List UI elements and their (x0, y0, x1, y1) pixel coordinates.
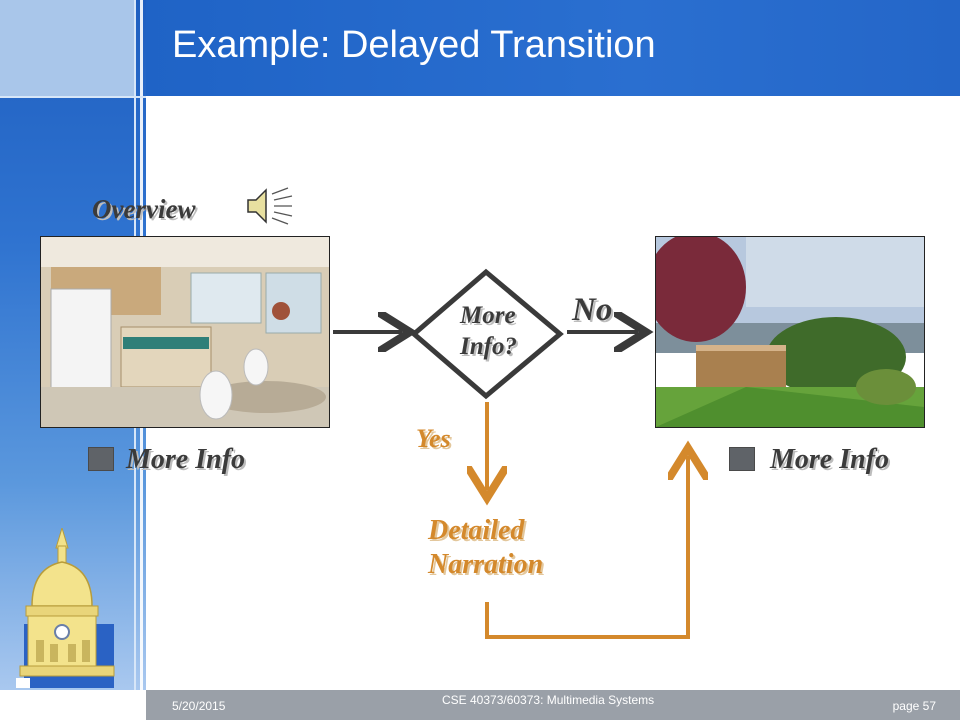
decision-label: More Info? (460, 300, 517, 362)
footer-course: CSE 40373/60373: Multimedia Systems (442, 693, 655, 707)
more-info-button-left[interactable] (88, 447, 114, 471)
footer-date: 5/20/2015 (172, 699, 226, 713)
decision-label-line1: More (460, 302, 516, 329)
more-info-label-left[interactable]: More Info (126, 444, 246, 475)
detailed-narration-line2: Narration (428, 549, 544, 580)
golden-dome-logo (16, 528, 115, 688)
more-info-label-right[interactable]: More Info (770, 444, 890, 475)
sidebar-header-divider (0, 96, 146, 98)
overview-photo-kitchen (40, 236, 330, 428)
footer-page-number: page 57 (892, 699, 936, 713)
speaker-icon[interactable] (244, 186, 294, 226)
yes-label: Yes (416, 424, 451, 453)
detail-photo-garden (655, 236, 925, 428)
no-label: No (572, 292, 613, 328)
footer-bar: 5/20/2015 CSE 40373/60373: Multimedia Sy… (146, 690, 960, 720)
sidebar-corner-panel (0, 0, 134, 96)
slide-title: Example: Delayed Transition (172, 24, 656, 66)
detailed-narration-label: Detailed Narration (428, 514, 543, 582)
detailed-narration-line1: Detailed (428, 515, 525, 546)
overview-label: Overview (92, 194, 196, 224)
more-info-button-right[interactable] (729, 447, 755, 471)
decision-label-line2: Info? (460, 333, 517, 360)
title-bar (146, 0, 960, 96)
